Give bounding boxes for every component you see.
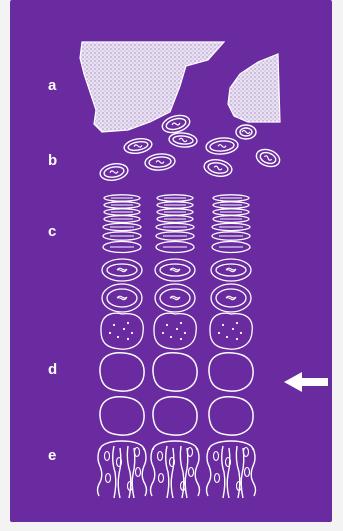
flattened-cell: [212, 223, 250, 230]
flattened-cell: [213, 202, 249, 208]
scattered-cell: [99, 162, 129, 183]
granule-dot: [166, 324, 168, 326]
swollen-cell: [209, 397, 253, 435]
granule-dot: [218, 332, 220, 334]
right-stippled-mass: [228, 54, 280, 122]
flattened-cell: [157, 216, 193, 223]
granule-dot: [127, 338, 129, 340]
flattened-cell: [157, 209, 193, 215]
row-e-tubular-elements: [98, 441, 256, 498]
granular-cell: [101, 313, 143, 349]
flattened-cell: [212, 242, 250, 253]
scattered-cell: [144, 153, 175, 172]
flattened-cell: [213, 216, 249, 223]
granular-cell: [154, 313, 196, 349]
granule-dot: [180, 322, 182, 324]
granule-dot: [109, 332, 111, 334]
flattened-cell: [103, 223, 141, 230]
flattened-cell: [157, 202, 193, 208]
flattened-cell: [103, 242, 141, 253]
tubular-element: [98, 441, 147, 498]
rounding-cell: [155, 284, 195, 312]
swollen-cell: [100, 353, 144, 391]
rounding-cell: [102, 284, 142, 312]
flattened-cell: [104, 216, 140, 223]
granule-dot: [162, 332, 164, 334]
scattered-cell: [254, 146, 282, 169]
inclusion: [136, 468, 141, 477]
scattered-cell: [205, 137, 238, 156]
swollen-cell: [100, 397, 144, 435]
inclusion: [105, 452, 110, 461]
swollen-cell: [153, 397, 197, 435]
scattered-cell: [236, 125, 256, 139]
inclusion: [245, 468, 250, 477]
flattened-cell: [103, 232, 141, 240]
inclusion: [159, 474, 164, 483]
granule-dot: [113, 324, 115, 326]
scattered-cell: [203, 158, 233, 179]
flattened-cell: [156, 232, 194, 240]
row-d-swollen-cells: [100, 353, 253, 435]
inclusion: [106, 474, 111, 483]
inclusion: [244, 448, 249, 457]
row-c-cell-columns: [101, 195, 252, 349]
granule-dot: [222, 324, 224, 326]
swollen-cell: [209, 353, 253, 391]
granule-dot: [226, 336, 228, 338]
scattered-cell: [123, 137, 153, 156]
rounding-cell: [155, 259, 195, 281]
granule-dot: [240, 332, 242, 334]
inclusion: [135, 448, 140, 457]
granular-cell: [210, 313, 252, 349]
large-stippled-mass: [80, 42, 224, 132]
flattened-cell: [213, 195, 249, 201]
granule-dot: [232, 328, 234, 330]
inclusion: [215, 474, 220, 483]
tubular-element: [207, 441, 256, 498]
flattened-cell: [104, 195, 140, 201]
granule-dot: [236, 338, 238, 340]
rounding-cell: [102, 259, 142, 281]
swollen-cell: [153, 353, 197, 391]
granule-dot: [170, 336, 172, 338]
inclusion: [188, 448, 193, 457]
cell-diagram-svg: [10, 0, 332, 522]
granule-dot: [176, 328, 178, 330]
granule-dot: [131, 332, 133, 334]
granule-dot: [127, 322, 129, 324]
flattened-cell: [104, 202, 140, 208]
inclusion: [158, 452, 163, 461]
diagram-panel: a b c d e: [10, 0, 332, 522]
arrow-left-icon: [284, 372, 328, 392]
flattened-cell: [156, 242, 194, 253]
tubular-element: [151, 441, 200, 498]
inclusion: [189, 468, 194, 477]
granule-dot: [184, 332, 186, 334]
flattened-cell: [157, 195, 193, 201]
granule-dot: [123, 328, 125, 330]
scattered-cell: [168, 132, 197, 148]
granule-dot: [117, 336, 119, 338]
rounding-cell: [211, 284, 251, 312]
flattened-cell: [213, 209, 249, 215]
flattened-cell: [104, 209, 140, 215]
scattered-cell: [160, 113, 191, 136]
rounding-cell: [211, 259, 251, 281]
flattened-cell: [212, 232, 250, 240]
granule-dot: [180, 338, 182, 340]
granule-dot: [236, 322, 238, 324]
inclusion: [214, 452, 219, 461]
flattened-cell: [156, 223, 194, 230]
